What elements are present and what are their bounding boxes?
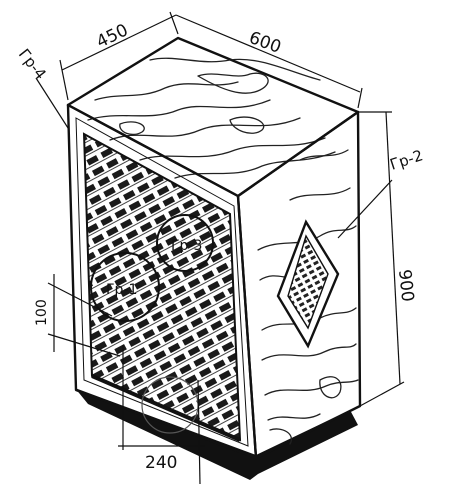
depth-label: 450 [93,20,131,52]
dimension-depth: 450 [59,11,179,101]
speaker-spacing-label: 240 [145,453,177,473]
cabinet-base [75,388,358,480]
group-left-callout: Гр-4 [15,45,69,129]
speaker-small-label: Гр-3 [171,238,202,254]
speaker-large-circle: Гр-1 [90,252,160,322]
speaker-small-circle: Гр-3 [156,214,214,272]
group-right-callout: Гр-2 [337,146,426,239]
cabinet-front [66,103,258,460]
dimension-speaker-spacing: 240 [118,345,205,485]
grille-edge-label: 100 [34,299,50,326]
speaker-large-label: Гр-1 [106,282,137,298]
tweeter-diamond [276,219,340,349]
group-right-label: Гр-2 [388,146,426,174]
dimension-grille-edge: 100 [34,274,121,357]
dimension-height: 900 [358,111,417,407]
group-left-label: Гр-4 [15,45,50,83]
height-label: 900 [394,268,417,302]
width-label: 600 [246,28,283,58]
